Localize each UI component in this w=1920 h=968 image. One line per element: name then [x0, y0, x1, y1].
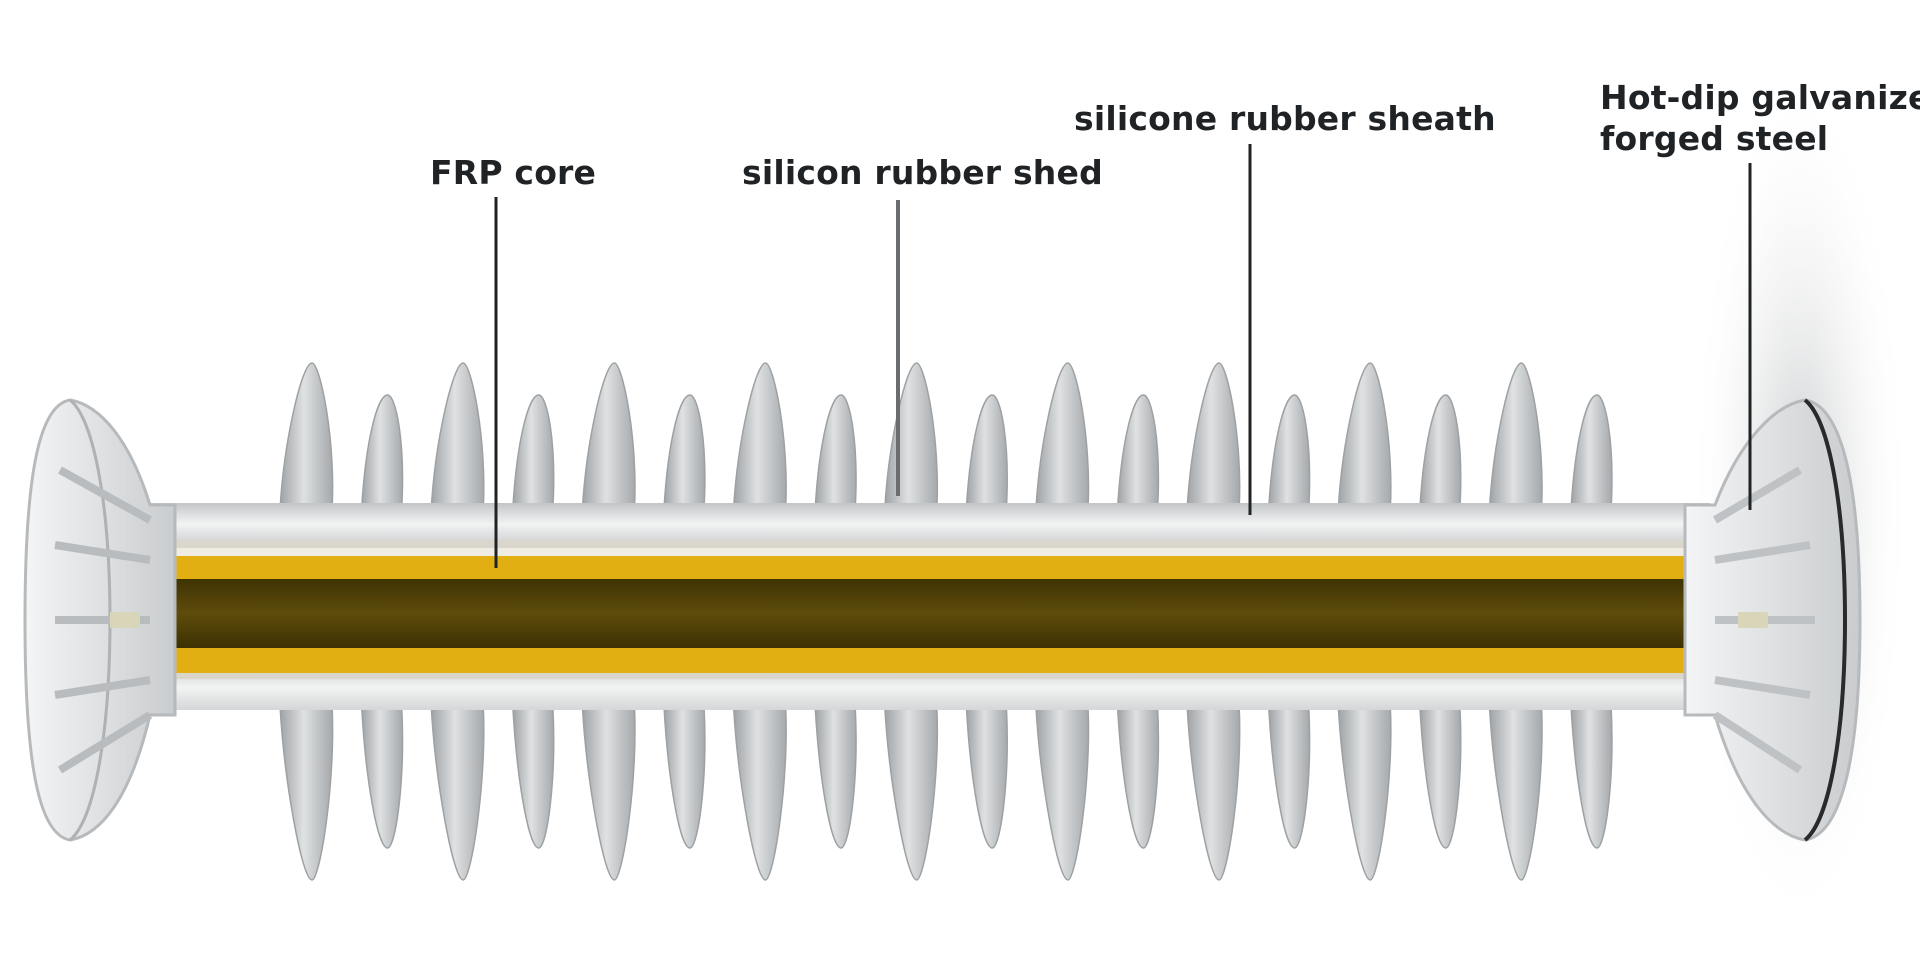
shed-upper — [1337, 362, 1392, 511]
label-silicon-rubber-shed: silicon rubber shed — [742, 153, 1103, 192]
shed-lower — [1570, 704, 1613, 849]
frp-core-outer-upper — [150, 556, 1710, 579]
shed-upper — [663, 394, 706, 511]
shed-lower — [965, 704, 1008, 849]
shed-lower — [663, 704, 706, 849]
shed-upper — [1035, 362, 1090, 511]
frp-core-outer-lower — [150, 648, 1710, 673]
shed-lower — [1116, 704, 1160, 849]
shed-upper — [430, 362, 485, 511]
frp-core-center — [150, 579, 1710, 648]
shed-lower — [732, 704, 787, 881]
shed-lower — [1337, 704, 1392, 881]
shed-lower — [430, 704, 485, 881]
shed-upper — [1186, 362, 1241, 511]
shed-upper — [965, 394, 1008, 511]
label-end-fitting-line2: forged steel — [1600, 119, 1829, 158]
shed-upper — [279, 362, 334, 511]
shed-upper — [1488, 362, 1543, 511]
shed-lower — [1488, 704, 1543, 881]
shed-upper — [581, 362, 636, 511]
shed-lower — [1035, 704, 1090, 881]
shed-upper — [1267, 394, 1311, 511]
shed-upper — [883, 362, 939, 511]
label-silicone-rubber-sheath: silicone rubber sheath — [1074, 99, 1496, 138]
shed-lower — [1267, 704, 1311, 849]
shed-lower — [814, 704, 857, 849]
shed-lower — [360, 704, 404, 849]
shed-upper — [1570, 394, 1613, 511]
shed-upper — [732, 362, 787, 511]
end-fitting-right — [1683, 398, 1862, 842]
core-interface-upper — [150, 540, 1710, 548]
shed-lower — [581, 704, 636, 881]
label-end-fitting-line1: Hot-dip galvanized — [1600, 78, 1920, 117]
shed-lower — [511, 704, 555, 849]
shed-lower — [1186, 704, 1241, 881]
shed-upper — [814, 394, 857, 511]
label-frp-core: FRP core — [430, 153, 597, 192]
silicon-rubber-sheds — [279, 362, 1613, 881]
shed-upper — [511, 394, 555, 511]
sheath-inner-upper — [150, 548, 1710, 556]
insulator-rod — [150, 503, 1710, 710]
shed-lower — [1419, 704, 1462, 849]
shed-upper — [1419, 394, 1462, 511]
sheath-upper — [150, 503, 1710, 541]
core-interface-lower — [150, 673, 1710, 679]
shed-upper — [360, 394, 404, 511]
shed-upper — [1116, 394, 1160, 511]
end-fitting-left — [23, 398, 177, 842]
shed-lower — [883, 704, 939, 881]
shed-lower — [279, 704, 334, 881]
